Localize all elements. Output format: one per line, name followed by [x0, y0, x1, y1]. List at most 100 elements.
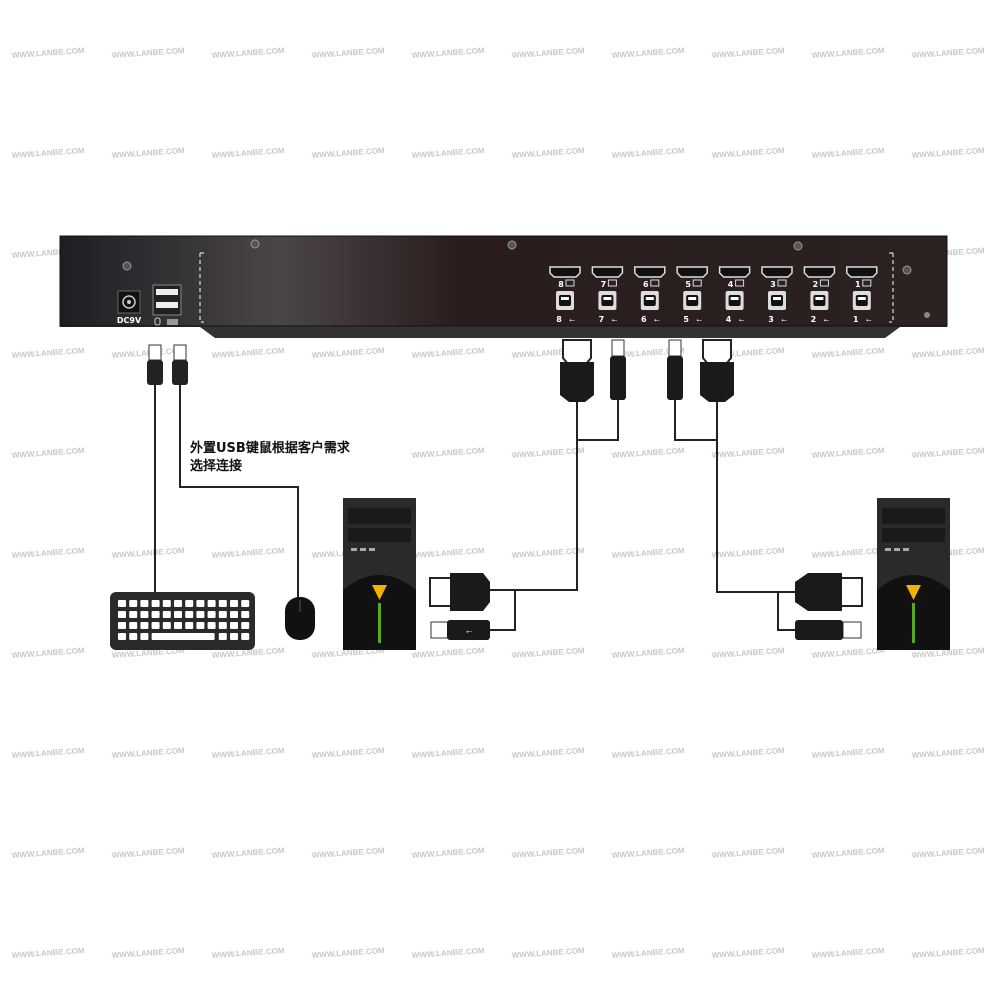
screw-icon: [122, 261, 132, 271]
watermark: WWW.LANBE.COM: [12, 946, 86, 960]
watermark: WWW.LANBE.COM: [812, 446, 886, 460]
monitor-icon: [862, 279, 872, 287]
monitor-icon: [607, 279, 617, 287]
watermark: WWW.LANBE.COM: [212, 946, 286, 960]
watermark: WWW.LANBE.COM: [612, 846, 686, 860]
watermark: WWW.LANBE.COM: [912, 446, 986, 460]
watermark: WWW.LANBE.COM: [312, 46, 386, 60]
usb-port-number: 7: [599, 315, 605, 324]
watermark: WWW.LANBE.COM: [612, 546, 686, 560]
watermark: WWW.LANBE.COM: [412, 546, 486, 560]
watermark: WWW.LANBE.COM: [912, 846, 986, 860]
watermark: WWW.LANBE.COM: [412, 146, 486, 160]
watermark: WWW.LANBE.COM: [512, 646, 586, 660]
usb-icon: ⭠: [654, 316, 660, 324]
screw-icon: [507, 240, 517, 250]
pc1-usb-plug: ⭠: [430, 620, 490, 640]
hdmi-port: [676, 266, 708, 278]
watermark: WWW.LANBE.COM: [212, 346, 286, 360]
hdmi-port-number: 3: [770, 280, 776, 289]
pc-2-tower: [877, 498, 950, 650]
port-group-7: 77⭠: [591, 266, 624, 324]
monitor-icon: [777, 279, 787, 287]
watermark: WWW.LANBE.COM: [712, 846, 786, 860]
watermark: WWW.LANBE.COM: [812, 46, 886, 60]
usb-icon: ⭠: [866, 316, 872, 324]
mouse: [285, 597, 315, 640]
hdmi-port-number: 1: [855, 280, 861, 289]
usb-icon: ⭠: [739, 316, 745, 324]
hdmi-port-number: 2: [813, 280, 819, 289]
watermark: WWW.LANBE.COM: [912, 946, 986, 960]
watermark: WWW.LANBE.COM: [12, 46, 86, 60]
hdmi-plug-pc2: [700, 339, 734, 402]
watermark: WWW.LANBE.COM: [612, 746, 686, 760]
watermark: WWW.LANBE.COM: [212, 146, 286, 160]
watermark: WWW.LANBE.COM: [212, 746, 286, 760]
usb-b-plug-pc1: [610, 339, 626, 400]
screw-icon: [250, 239, 260, 249]
hdmi-port: [718, 266, 751, 278]
monitor-icon: [735, 279, 745, 287]
keyboard: [110, 592, 255, 650]
hdmi-port-number: 5: [685, 280, 691, 289]
watermark: WWW.LANBE.COM: [112, 846, 186, 860]
watermark: WWW.LANBE.COM: [412, 846, 486, 860]
watermark: WWW.LANBE.COM: [12, 646, 86, 660]
usb-icon: ⭠: [466, 627, 473, 636]
note-line-2: 选择连接: [190, 459, 243, 474]
watermark: WWW.LANBE.COM: [312, 946, 386, 960]
usb-port-number: 8: [556, 315, 562, 324]
watermark: WWW.LANBE.COM: [512, 946, 586, 960]
power-button-icon: [372, 585, 387, 600]
watermark: WWW.LANBE.COM: [512, 746, 586, 760]
port-group-6: 66⭠: [634, 266, 666, 324]
monitor-icon: [565, 279, 575, 287]
watermark: WWW.LANBE.COM: [512, 146, 586, 160]
watermark: WWW.LANBE.COM: [712, 446, 786, 460]
usb-port-number: 2: [811, 315, 817, 324]
screw-icon: [902, 265, 912, 275]
watermark: WWW.LANBE.COM: [112, 946, 186, 960]
usb-a-ports: [152, 284, 182, 326]
watermark: WWW.LANBE.COM: [112, 146, 186, 160]
hdmi-port-number: 8: [558, 280, 564, 289]
usb-port-number: 4: [726, 315, 732, 324]
watermark: WWW.LANBE.COM: [912, 46, 986, 60]
usb-icon: ⭠: [696, 316, 702, 324]
watermark: WWW.LANBE.COM: [812, 746, 886, 760]
usb-b-plug-pc2: [667, 339, 683, 400]
watermark: WWW.LANBE.COM: [312, 146, 386, 160]
watermark: WWW.LANBE.COM: [312, 746, 386, 760]
watermark: WWW.LANBE.COM: [712, 546, 786, 560]
watermark: WWW.LANBE.COM: [812, 946, 886, 960]
watermark: WWW.LANBE.COM: [712, 646, 786, 660]
watermark: WWW.LANBE.COM: [12, 846, 86, 860]
usb-port-number: 1: [853, 315, 859, 324]
watermark: WWW.LANBE.COM: [812, 546, 886, 560]
port-group-1: 1 1 ⭠: [846, 266, 878, 324]
watermark: WWW.LANBE.COM: [212, 546, 286, 560]
watermark: WWW.LANBE.COM: [612, 146, 686, 160]
watermark: WWW.LANBE.COM: [612, 946, 686, 960]
pc2-usb-plug: [795, 620, 862, 640]
watermark: WWW.LANBE.COM: [912, 146, 986, 160]
watermark: WWW.LANBE.COM: [812, 846, 886, 860]
watermark: WWW.LANBE.COM: [212, 46, 286, 60]
port-group-5: 55⭠: [676, 266, 708, 324]
mouse-icon: [154, 317, 161, 326]
usb-port-number: 6: [641, 315, 647, 324]
watermark: WWW.LANBE.COM: [812, 646, 886, 660]
watermark: WWW.LANBE.COM: [12, 146, 86, 160]
watermark: WWW.LANBE.COM: [312, 346, 386, 360]
usb-icon: ⭠: [824, 316, 830, 324]
pc-1-tower: [343, 498, 416, 650]
usb-icon: ⭠: [781, 316, 787, 324]
port-group-3: 33⭠: [761, 266, 793, 324]
pc2-hdmi-plug: [795, 573, 863, 611]
pc1-hdmi-plug: [429, 573, 490, 611]
watermark: WWW.LANBE.COM: [212, 846, 286, 860]
keyboard-icon: [167, 319, 178, 325]
watermark: WWW.LANBE.COM: [512, 446, 586, 460]
